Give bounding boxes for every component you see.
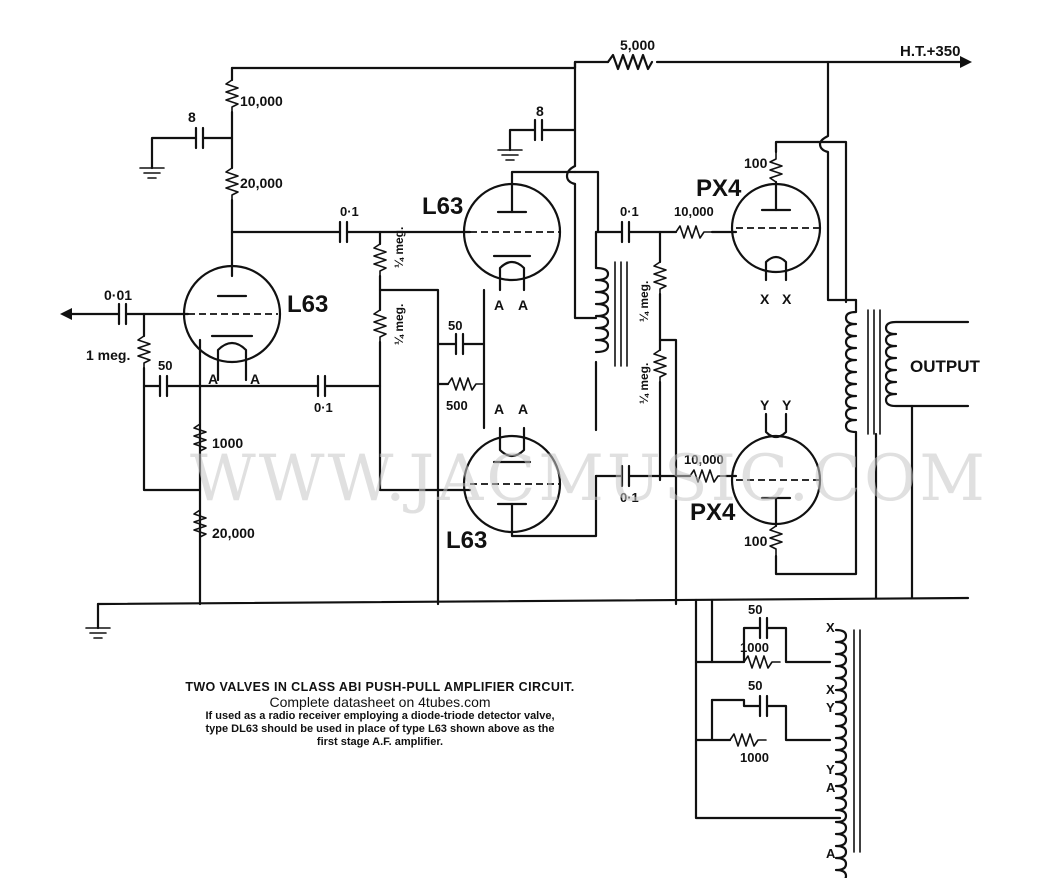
r-100-bottom-label: 100 [744, 533, 768, 549]
heater-x-1: X [826, 620, 835, 635]
ht-rail: H.T.+350 5,000 [230, 37, 972, 71]
heater-y-1: Y [826, 700, 835, 715]
input-network: 0·01 1 meg. 50 1000 20,000 0·1 [60, 287, 382, 606]
r-bias-2-label: 1000 [740, 750, 769, 765]
r-bias-1-label: 1000 [740, 640, 769, 655]
c-coupling-4-label: 0·1 [620, 490, 639, 505]
valve-v4: PX4 100 X X [696, 140, 822, 307]
c-coupling-1-label: 0·1 [340, 204, 359, 219]
v1-pin-a-1: A [208, 371, 218, 387]
v5-pin-y-1: Y [760, 397, 770, 413]
r-qmeg-4-label: ¼ meg. [637, 363, 651, 404]
r-10000-label: 10,000 [240, 93, 283, 109]
valve-v2-label: L63 [422, 193, 463, 220]
v4-pin-x-1: X [760, 291, 770, 307]
caption-title: TWO VALVES IN CLASS ABI PUSH-PULL AMPLIF… [185, 680, 575, 694]
v3-pin-a-1: A [494, 401, 504, 417]
heater-y-2: Y [826, 762, 835, 777]
v2-pin-a-1: A [494, 297, 504, 313]
bias-network: 50 1000 50 1000 X X Y Y A A [694, 598, 861, 878]
c-input-label: 0·01 [104, 287, 132, 303]
ground-rail [85, 596, 970, 639]
valve-v3-label: L63 [446, 527, 487, 554]
watermark: WWW.JACMUSIC.COM [190, 442, 988, 516]
r-20000-top-label: 20,000 [240, 175, 283, 191]
r-1000-label: 1000 [212, 435, 243, 451]
output-label: OUTPUT [910, 357, 981, 376]
valve-v1-label: L63 [287, 291, 328, 318]
c-cathode-2-label: 50 [448, 318, 462, 333]
c-cathode-1-label: 50 [158, 358, 172, 373]
caption-note-3: first stage A.F. amplifier. [316, 736, 444, 748]
caption-note-2: type DL63 should be used in place of typ… [205, 723, 555, 735]
caption: TWO VALVES IN CLASS ABI PUSH-PULL AMPLIF… [130, 680, 630, 749]
heater-x-2: X [826, 682, 835, 697]
heater-a-2: A [826, 846, 836, 861]
r-qmeg-1-label: ¼ meg. [392, 227, 406, 268]
v5-pin-y-2: Y [782, 397, 792, 413]
valve-v5: PX4 100 Y Y [690, 397, 858, 576]
r-100-top-label: 100 [744, 155, 768, 171]
v1-anode-chain: 10,000 20,000 8 [139, 66, 283, 278]
valve-v1: L63 A A [182, 264, 328, 387]
heater-a-1: A [826, 780, 836, 795]
v1-pin-a-2: A [250, 371, 260, 387]
valve-v4-label: PX4 [696, 175, 742, 202]
v2-pin-a-2: A [518, 297, 528, 313]
v3-pin-a-2: A [518, 401, 528, 417]
c-bias-2-label: 50 [748, 678, 762, 693]
caption-source: Complete datasheet on 4tubes.com [269, 694, 491, 710]
r-grid-px4-bottom-label: 10,000 [684, 452, 724, 467]
c-coupling-3-label: 0·1 [620, 204, 639, 219]
c-coupling-2-label: 0·1 [314, 400, 333, 415]
r-qmeg-2-label: ¼ meg. [392, 304, 406, 345]
valve-v5-label: PX4 [690, 499, 736, 526]
v4-pin-x-2: X [782, 291, 792, 307]
v1-coupling: 0·1 ¼ meg. ¼ meg. [230, 204, 472, 606]
r-ht-label: 5,000 [620, 37, 655, 53]
r-grid-px4-top-label: 10,000 [674, 204, 714, 219]
r-input-label: 1 meg. [86, 347, 130, 363]
interstage-transformer: 8 [497, 60, 628, 432]
c-decoup-1-label: 8 [188, 109, 196, 125]
px4-grid-networks: 0·1 10,000 ¼ meg. ¼ meg. 0·1 10,000 [594, 204, 738, 606]
valve-v2: L63 A A [422, 170, 577, 313]
valve-v3: L63 A A [446, 401, 598, 554]
output-transformer: OUTPUT [816, 60, 981, 600]
caption-note-1: If used as a radio receiver employing a … [205, 710, 555, 722]
phase-splitter-cathode: 50 500 [436, 288, 486, 430]
r-20000-bottom-label: 20,000 [212, 525, 255, 541]
c-decoup-2-label: 8 [536, 103, 544, 119]
c-bias-1-label: 50 [748, 602, 762, 617]
r-500-label: 500 [446, 398, 468, 413]
r-qmeg-3-label: ¼ meg. [637, 281, 651, 322]
ht-label: H.T.+350 [900, 43, 960, 60]
